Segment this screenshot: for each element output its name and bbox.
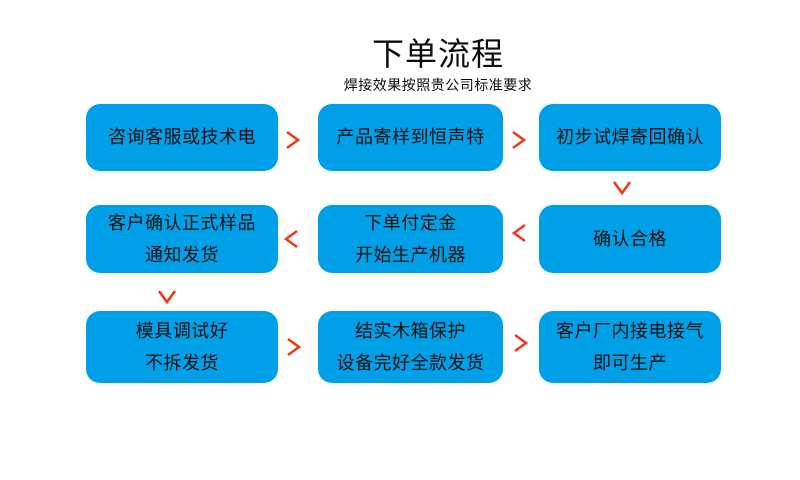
chevron-down-icon xyxy=(610,175,634,199)
flow-step-3: 初步试焊寄回确认 xyxy=(539,104,721,171)
step-label: 模具调试好 xyxy=(135,320,229,341)
chevron-left-icon xyxy=(508,221,532,245)
step-label: 结实木箱保护 xyxy=(355,320,466,341)
step-label: 通知发货 xyxy=(145,244,219,265)
step-label: 确认合格 xyxy=(593,228,667,249)
step-label: 设备完好全款发货 xyxy=(336,352,485,373)
step-label: 咨询客服或技术电 xyxy=(108,127,256,147)
step-label: 即可生产 xyxy=(593,352,667,373)
step-label: 产品寄样到恒声特 xyxy=(336,127,485,147)
header: 下单流程 焊接效果按照贵公司标准要求 xyxy=(38,36,800,93)
step-label: 初步试焊寄回确认 xyxy=(556,127,704,147)
flow-step-6: 确认合格 xyxy=(539,205,721,273)
chevron-left-icon xyxy=(280,227,304,251)
step-label: 客户确认正式样品 xyxy=(108,212,256,233)
step-label: 下单付定金 xyxy=(364,212,457,233)
chevron-right-icon xyxy=(281,335,305,359)
chevron-right-icon xyxy=(506,128,530,152)
flow-step-5: 下单付定金 开始生产机器 xyxy=(318,205,503,273)
chevron-right-icon xyxy=(280,128,304,152)
flow-step-7: 模具调试好 不拆发货 xyxy=(86,311,278,383)
flow-step-1: 咨询客服或技术电 xyxy=(86,104,278,171)
step-label: 客户厂内接电接气 xyxy=(556,320,704,341)
step-label: 开始生产机器 xyxy=(355,244,466,265)
flow-step-2: 产品寄样到恒声特 xyxy=(318,104,503,171)
flow-step-9: 客户厂内接电接气 即可生产 xyxy=(539,311,721,383)
flow-step-4: 客户确认正式样品 通知发货 xyxy=(86,205,278,273)
step-label: 不拆发货 xyxy=(145,352,219,373)
page-title: 下单流程 xyxy=(371,36,504,72)
chevron-down-icon xyxy=(155,284,179,308)
chevron-right-icon xyxy=(508,331,532,355)
page-subtitle: 焊接效果按照贵公司标准要求 xyxy=(343,77,533,93)
flow-step-8: 结实木箱保护 设备完好全款发货 xyxy=(318,311,503,383)
